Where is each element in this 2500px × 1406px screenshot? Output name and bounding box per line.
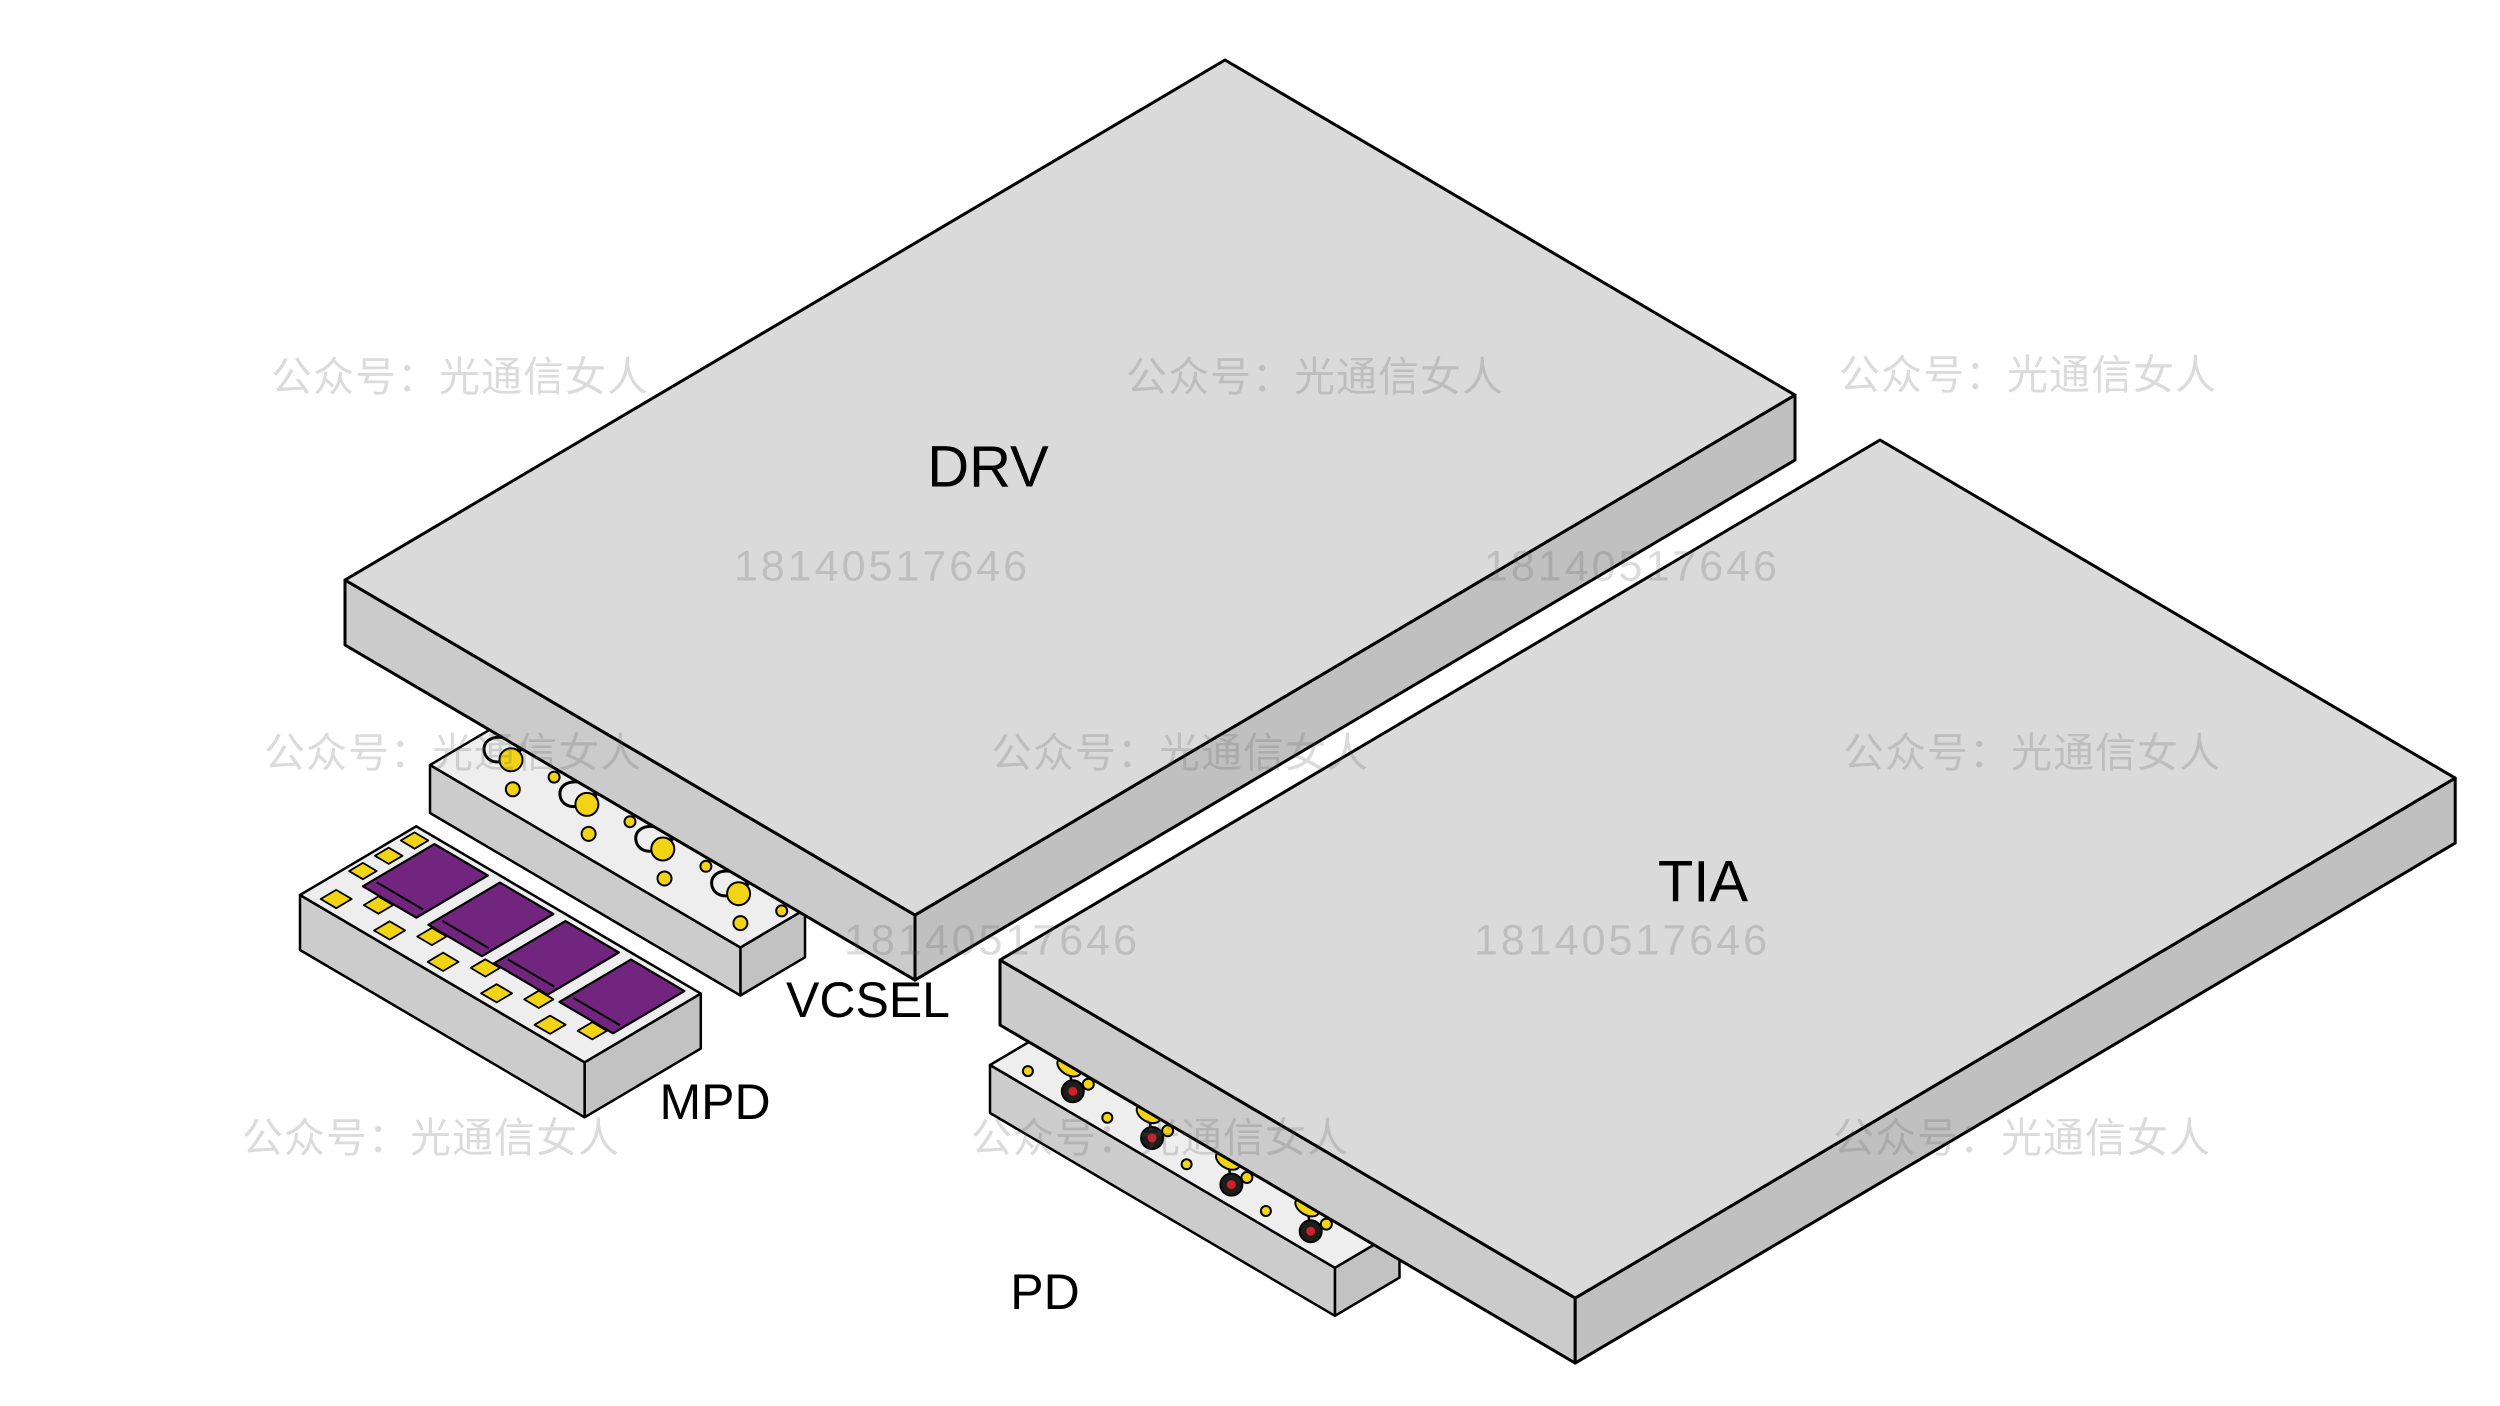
mpd-pad	[362, 895, 395, 915]
pd-pad-small	[1101, 1111, 1114, 1124]
vcsel-pad	[650, 836, 676, 862]
mpd-pad	[373, 920, 407, 941]
mpd-die	[427, 881, 555, 958]
mpd-die	[361, 842, 489, 919]
label-vcsel: VCSEL	[786, 972, 950, 1028]
mpd-die-line	[376, 881, 424, 911]
mpd-pad	[480, 983, 513, 1004]
mpd-pad	[319, 889, 353, 910]
label-pd: PD	[1010, 1264, 1080, 1320]
vcsel-pad-small	[623, 815, 637, 829]
mpd-pad	[426, 951, 460, 972]
vcsel-chip	[428, 725, 807, 997]
pd-pad-small	[1180, 1158, 1193, 1171]
pd-pad-small	[1259, 1205, 1272, 1217]
vcsel-pad	[726, 881, 752, 907]
pd-aperture-core	[1147, 1133, 1157, 1143]
mpd-pad	[373, 846, 404, 865]
label-mpd: MPD	[659, 1074, 771, 1130]
vcsel-pad-small	[699, 859, 713, 873]
pd-pad-small	[1081, 1077, 1095, 1091]
mpd-chip	[298, 825, 703, 1119]
mpd-die-line	[441, 919, 490, 949]
vcsel-pad-small	[775, 904, 789, 918]
pd-aperture-core	[1226, 1180, 1236, 1190]
pd-pad-small	[1319, 1217, 1333, 1231]
mpd-pad	[576, 1021, 608, 1041]
pd-aperture-core	[1306, 1226, 1316, 1236]
mpd-pad	[399, 831, 430, 850]
vcsel-pad	[498, 747, 524, 773]
vcsel-pad-small	[580, 825, 597, 842]
pd-pad-small	[1161, 1124, 1175, 1138]
pd-pad-small	[1240, 1171, 1254, 1184]
mpd-die-line	[507, 958, 555, 988]
pd-aperture-core	[1068, 1086, 1078, 1096]
mpd-pad	[523, 989, 555, 1009]
pd-pad-small	[1021, 1065, 1034, 1078]
mpd-die	[492, 919, 621, 996]
tia-chip	[998, 438, 2457, 1365]
vcsel-pad-small	[547, 770, 561, 784]
vcsel-pad-small	[504, 781, 521, 798]
label-drv: DRV	[927, 434, 1049, 500]
tia-top-face	[998, 438, 2457, 1300]
mpd-die-line	[572, 996, 621, 1027]
label-tia: TIA	[1657, 849, 1749, 915]
drv-chip	[343, 58, 1797, 982]
vcsel-pad-small	[732, 915, 749, 932]
mpd-pad	[416, 927, 448, 946]
mpd-pad	[533, 1014, 567, 1035]
mpd-pad	[469, 958, 501, 978]
vcsel-pad	[574, 791, 600, 817]
mpd-pad	[348, 862, 378, 881]
drv-top-face	[343, 58, 1797, 917]
vcsel-pad-small	[656, 870, 673, 887]
